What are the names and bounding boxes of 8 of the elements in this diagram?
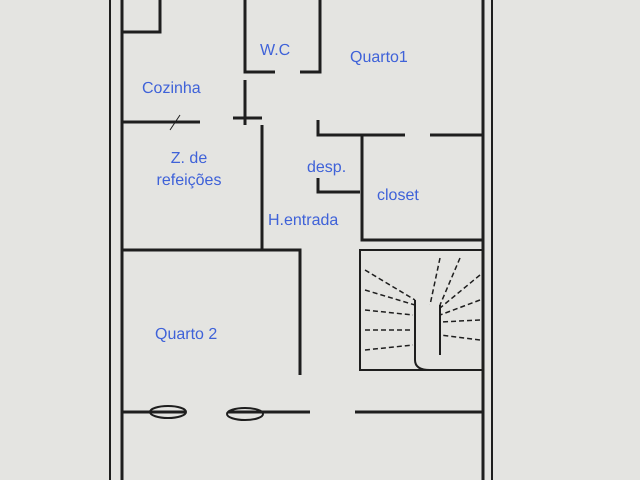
room-label: desp. <box>307 158 346 178</box>
room-label: Quarto1 <box>350 48 408 68</box>
room-label: Z. de refeições <box>156 149 222 191</box>
room-label: closet <box>377 186 419 206</box>
room-label: H.entrada <box>268 211 338 231</box>
room-label: Quarto 2 <box>155 325 218 345</box>
room-label: W.C <box>260 41 290 61</box>
room-label: Cozinha <box>142 79 201 99</box>
